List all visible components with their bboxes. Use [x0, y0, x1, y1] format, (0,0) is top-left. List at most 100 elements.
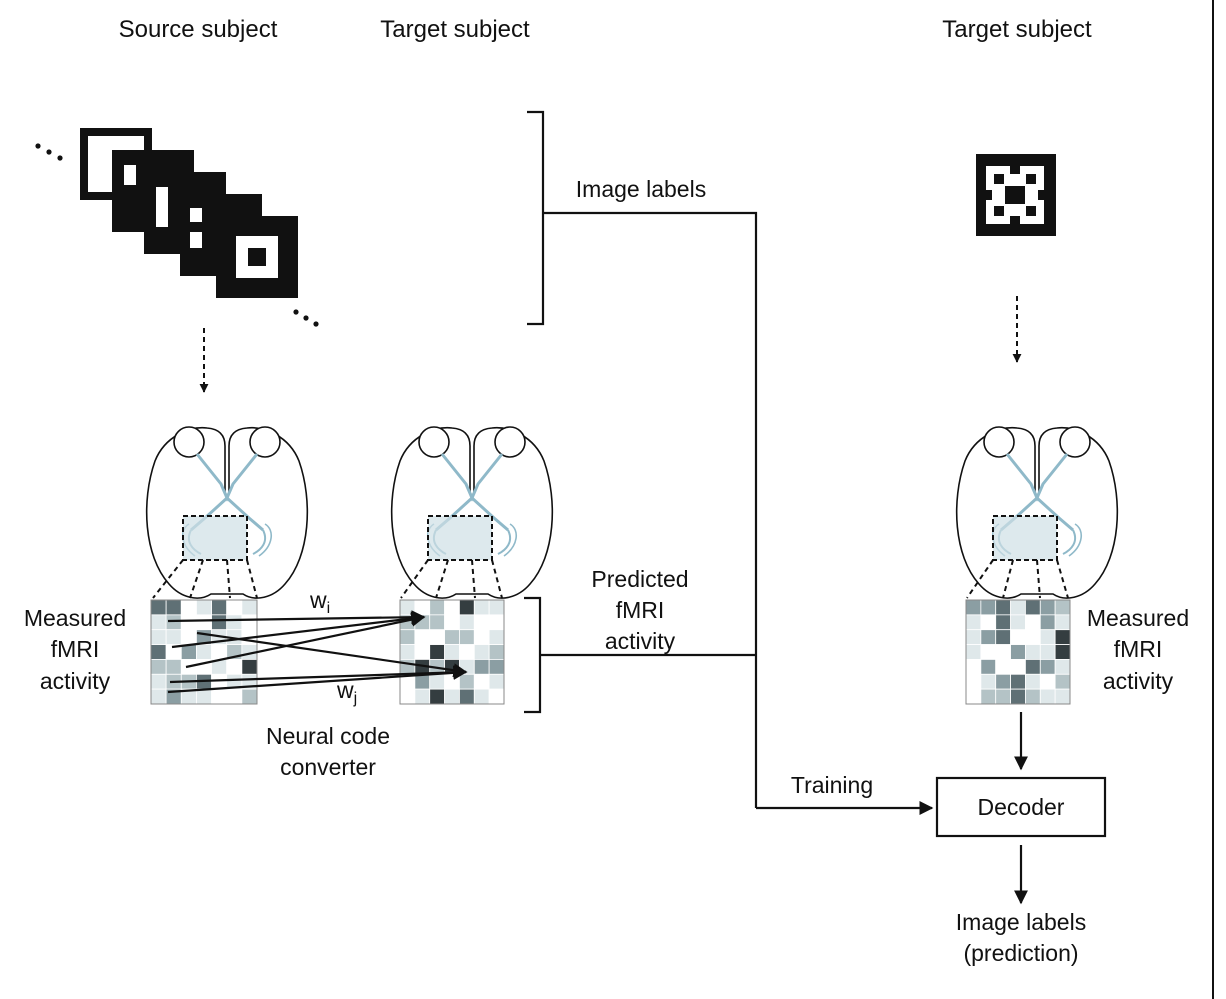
weight-label-j: wj: [336, 677, 357, 707]
voxel-cell: [241, 688, 258, 705]
voxel-cell: [473, 688, 490, 705]
voxel-grid-source: [150, 599, 258, 705]
voxel-cell: [473, 659, 490, 675]
svg-text:converter: converter: [280, 754, 376, 780]
voxel-cell: [165, 599, 182, 616]
voxel-cell: [429, 614, 445, 631]
svg-text:fMRI: fMRI: [51, 636, 100, 662]
voxel-cell: [995, 614, 1011, 631]
stimulus-image-stack: [35, 128, 319, 327]
voxel-cell: [1039, 659, 1056, 675]
predicted-bracket: [524, 596, 756, 714]
header-target-subject-right: Target subject: [942, 16, 1092, 43]
voxel-cell: [1010, 614, 1026, 631]
voxel-cell: [1025, 599, 1041, 616]
voxel-cell: [995, 644, 1011, 660]
voxel-cell: [1025, 673, 1041, 690]
voxel-cell: [1010, 599, 1026, 616]
voxel-cell: [459, 644, 475, 660]
voxel-cell: [180, 629, 197, 645]
decoder-box: Decoder: [935, 776, 1107, 838]
voxel-grid-predicted: [399, 599, 505, 705]
voxel-cell: [1054, 644, 1071, 660]
voxel-cell: [429, 599, 445, 616]
voxel-cell: [995, 659, 1011, 675]
ellipsis-dots-top: [35, 143, 63, 161]
svg-text:fMRI: fMRI: [1114, 636, 1163, 662]
weight-label-i: wi: [309, 587, 330, 617]
voxel-cell: [459, 614, 475, 631]
voxel-cell: [1039, 644, 1056, 660]
voxel-cell: [150, 599, 167, 616]
voxel-cell: [211, 614, 228, 631]
voxel-cell: [180, 614, 197, 631]
voxel-cell: [980, 644, 997, 660]
header-source-subject: Source subject: [119, 16, 278, 43]
measured-fmri-label-left: Measured fMRI activity: [24, 605, 126, 694]
voxel-cell: [488, 599, 505, 616]
svg-text:activity: activity: [1103, 668, 1174, 694]
voxel-cell: [444, 629, 460, 645]
voxel-cell: [980, 599, 997, 616]
voxel-cell: [241, 599, 258, 616]
zoom-lines: [152, 559, 1069, 599]
brain-visual-pathway-icon: [145, 426, 309, 599]
voxel-cell: [150, 673, 167, 690]
voxel-cell: [429, 688, 445, 705]
voxel-cell: [429, 629, 445, 645]
voxel-cell: [965, 673, 982, 690]
svg-text:(prediction): (prediction): [963, 940, 1078, 966]
image-labels-bracket: [527, 110, 758, 808]
voxel-cell: [196, 688, 212, 705]
voxel-cell: [1025, 659, 1041, 675]
voxel-cell: [226, 614, 243, 631]
measured-fmri-label-right: Measured fMRI activity: [1087, 605, 1189, 694]
voxel-cell: [399, 644, 416, 660]
voxel-cell: [1054, 629, 1071, 645]
converter-weight-arrows: [167, 610, 468, 694]
voxel-cell: [399, 629, 416, 645]
voxel-cell: [180, 599, 197, 616]
voxel-grid-measured-target: [965, 599, 1071, 705]
voxel-cell: [488, 644, 505, 660]
voxel-cell: [399, 688, 416, 705]
voxel-cell: [150, 659, 167, 675]
voxel-cell: [429, 644, 445, 660]
brain-visual-pathway-icon: [955, 426, 1119, 599]
voxel-cell: [1054, 673, 1071, 690]
voxel-cell: [1010, 629, 1026, 645]
voxel-cell: [444, 688, 460, 705]
voxel-cell: [1010, 688, 1026, 705]
voxel-cell: [1025, 629, 1041, 645]
voxel-cell: [165, 659, 182, 675]
svg-text:activity: activity: [605, 628, 676, 654]
voxel-cell: [399, 599, 416, 616]
neural-code-converter-label: Neural code converter: [266, 723, 390, 780]
voxel-cell: [226, 659, 243, 675]
voxel-cell: [980, 629, 997, 645]
svg-text:fMRI: fMRI: [616, 597, 665, 623]
voxel-cell: [150, 629, 167, 645]
voxel-cell: [1039, 614, 1056, 631]
voxel-cell: [150, 688, 167, 705]
voxel-cell: [1039, 599, 1056, 616]
voxel-cell: [1010, 644, 1026, 660]
header-target-subject-left: Target subject: [380, 16, 530, 43]
voxel-cell: [1054, 659, 1071, 675]
svg-text:activity: activity: [40, 668, 111, 694]
x-shape-image-icon: [976, 154, 1056, 236]
voxel-cell: [180, 644, 197, 660]
voxel-cell: [241, 614, 258, 631]
voxel-cell: [965, 644, 982, 660]
voxel-cell: [965, 614, 982, 631]
voxel-cell: [1025, 614, 1041, 631]
svg-text:Neural code: Neural code: [266, 723, 390, 749]
voxel-cell: [165, 629, 182, 645]
voxel-cell: [196, 599, 212, 616]
voxel-cell: [995, 688, 1011, 705]
voxel-cell: [965, 688, 982, 705]
svg-text:Measured: Measured: [24, 605, 126, 631]
svg-text:Measured: Measured: [1087, 605, 1189, 631]
training-label: Training: [791, 772, 873, 798]
